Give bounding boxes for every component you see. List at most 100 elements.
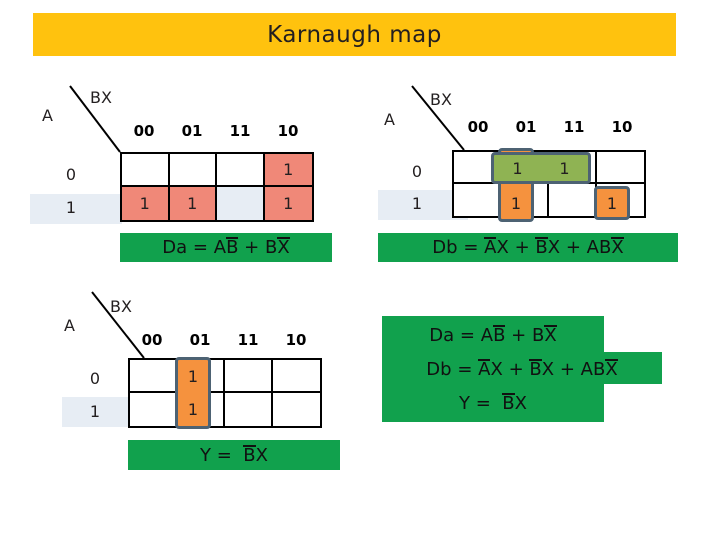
group-value-r1c01-y: 1 <box>187 400 199 419</box>
summary-da-term1-A: A <box>480 324 494 346</box>
axis-label-bx-y: BX <box>110 297 132 316</box>
cell-r1c00-db[interactable] <box>454 184 502 216</box>
axis-diagonal-da <box>69 85 121 153</box>
row-header-1-db: 1 <box>411 194 423 213</box>
equation-y-lhs: Y <box>200 444 211 466</box>
kmap-grid-da: 1 1 1 1 <box>120 152 314 222</box>
summary-db-term1-X: X <box>490 358 503 380</box>
cell-r0c10-da[interactable]: 1 <box>264 154 312 187</box>
summary-db-term2-Bbar: B <box>529 358 542 380</box>
row-header-0-y: 0 <box>89 369 101 388</box>
cell-r1c00-da[interactable]: 1 <box>122 187 170 220</box>
summary-da-plus: + <box>511 324 527 346</box>
axis-label-bx-da: BX <box>90 88 112 107</box>
group-overlay-col01-y[interactable]: 1 1 <box>175 357 211 429</box>
summary-da-equals: = <box>459 324 476 346</box>
summary-da-lhs: Da <box>429 324 455 346</box>
summary-da-term2-Xbar: X <box>544 324 557 346</box>
page-title: Karnaugh map <box>267 21 442 48</box>
col-header-01-db: 01 <box>515 118 537 136</box>
title-banner <box>33 13 676 56</box>
summary-db-plus2: + <box>559 358 575 380</box>
group-value-r0c01-db: 1 <box>512 158 523 178</box>
cell-r0c10-y[interactable] <box>272 360 320 393</box>
col-header-01-da: 01 <box>181 122 203 140</box>
col-header-00-db: 00 <box>467 118 489 136</box>
summary-db-term1-Abar: A <box>478 358 491 380</box>
axis-diagonal-y <box>91 291 145 359</box>
col-header-00-y: 00 <box>141 331 163 349</box>
summary-db-equals: = <box>457 358 473 380</box>
equation-da-equals: = <box>192 237 209 258</box>
col-header-10-da: 10 <box>277 122 299 140</box>
equation-db-term2-Bbar: B <box>535 237 548 259</box>
group-overlay-row0-01-11-db[interactable]: 1 1 <box>491 152 591 184</box>
equation-da-term1-Bbar: B <box>226 237 239 259</box>
equation-da-term2-B: B <box>265 237 278 258</box>
col-header-10-db: 10 <box>611 118 633 136</box>
equation-y-term1-Bbar: B <box>243 444 256 466</box>
col-header-10-y: 10 <box>285 331 307 349</box>
equation-db-equals: = <box>463 237 479 258</box>
summary-y-term1-Bbar: B <box>502 392 515 414</box>
equation-da-term1-A: A <box>213 237 227 258</box>
summary-y-equals: = <box>475 392 491 414</box>
cell-r1c01-da[interactable]: 1 <box>169 187 217 220</box>
axis-label-a-y: A <box>64 316 75 335</box>
col-header-00-da: 00 <box>133 122 155 140</box>
cell-r0c11-y[interactable] <box>225 360 273 393</box>
equation-da-plus: + <box>244 237 260 258</box>
cell-r1c11-db[interactable] <box>549 184 597 216</box>
cell-r0c00-da[interactable] <box>122 154 170 187</box>
equation-db-lhs: Db <box>432 237 458 258</box>
equation-da-term2-Xbar: X <box>277 237 290 259</box>
equation-db-term3-Xbar: X <box>611 237 624 259</box>
col-header-11-y: 11 <box>237 331 259 349</box>
equation-db-plus2: + <box>565 237 581 258</box>
equation-db-term2-X: X <box>547 237 561 258</box>
cell-r1c11-y[interactable] <box>225 393 273 426</box>
equation-db-term3-A: A <box>586 237 599 258</box>
axis-label-a-da: A <box>42 106 53 125</box>
summary-da-term2-B: B <box>532 324 545 346</box>
col-header-01-y: 01 <box>189 331 211 349</box>
row-header-1-y: 1 <box>89 402 101 421</box>
row-highlight-band-da <box>30 194 122 224</box>
cell-r1c00-y[interactable] <box>130 393 178 426</box>
cell-r0c01-da[interactable] <box>169 154 217 187</box>
row-header-0-da: 0 <box>65 165 77 184</box>
cell-r1c11-da[interactable] <box>217 187 265 220</box>
row-header-1-da: 1 <box>65 198 77 217</box>
summary-db-term3-B: B <box>592 358 606 380</box>
kmap-grid-y <box>128 358 322 428</box>
row-highlight-band-y <box>62 397 130 427</box>
cell-r1c10-da[interactable]: 1 <box>264 187 312 220</box>
cell-r0c00-y[interactable] <box>130 360 178 393</box>
summary-y-term1-X: X <box>514 392 527 414</box>
group-value-r1c01-db: 1 <box>510 194 522 213</box>
cell-r1c10-y[interactable] <box>272 393 320 426</box>
summary-panel-background-wide <box>382 352 662 384</box>
summary-da-term1-Bbar: B <box>493 324 506 346</box>
cell-r0c11-da[interactable] <box>217 154 265 187</box>
row-header-0-db: 0 <box>411 162 423 181</box>
group-overlay-r1c10-db[interactable]: 1 <box>594 186 630 220</box>
axis-label-bx-db: BX <box>430 90 452 109</box>
group-value-r0c01-y: 1 <box>187 367 199 386</box>
equation-db-term1-Abar: A <box>484 237 497 259</box>
summary-y-lhs: Y <box>459 392 470 414</box>
col-header-11-da: 11 <box>229 122 251 140</box>
axis-diagonal-db <box>411 85 465 151</box>
axis-label-a-db: A <box>384 110 395 129</box>
cell-r0c10-db[interactable] <box>596 152 644 184</box>
equation-y-term1-X: X <box>255 444 268 466</box>
equation-db-term3-B: B <box>598 237 612 258</box>
col-header-11-db: 11 <box>563 118 585 136</box>
summary-db-plus1: + <box>508 358 524 380</box>
